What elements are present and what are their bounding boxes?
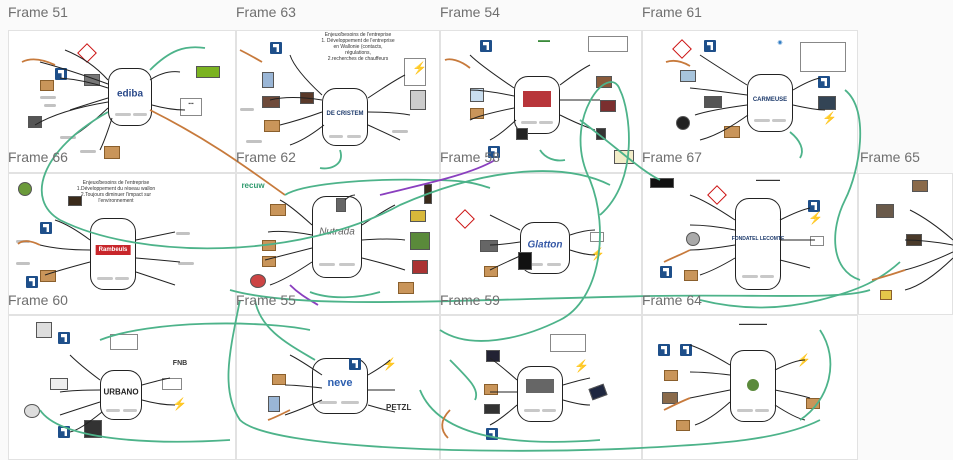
needs-text: Enjeux/besoins de l'entreprise 1. Dévelo… (321, 32, 395, 62)
company-logo: CARMEUSE (752, 96, 788, 103)
needs-text: ▬▬▬▬▬▬ (756, 177, 780, 182)
material-photo (704, 96, 722, 108)
sticky-note (588, 36, 628, 52)
sticky-note (404, 58, 426, 86)
building-icon (270, 42, 282, 54)
energy-icon: ⚡ (808, 211, 823, 225)
frame-label[interactable]: Frame 64 (642, 292, 702, 308)
building-icon (808, 200, 820, 212)
material-photo (410, 90, 426, 110)
company-hub-card[interactable]: CARMEUSE (747, 74, 793, 132)
material-photo (250, 274, 266, 288)
sticky-note (800, 42, 846, 72)
frame-label[interactable]: Frame 65 (860, 149, 920, 165)
building-icon (818, 76, 830, 88)
frame-label[interactable]: Frame 62 (236, 149, 296, 165)
brand-text: ▬▬ (538, 38, 550, 44)
frame-label[interactable]: Frame 66 (8, 149, 68, 165)
material-photo (680, 70, 696, 82)
material-photo (36, 322, 52, 338)
sticky-note (162, 378, 182, 390)
frame-label[interactable]: Frame 63 (236, 4, 296, 20)
box-icon (40, 80, 54, 91)
material-photo (686, 232, 700, 246)
frame-label[interactable]: Frame 58 (440, 149, 500, 165)
energy-icon: ⚡ (412, 61, 427, 75)
building-icon (26, 276, 38, 288)
material-photo (676, 116, 690, 130)
building-icon (55, 68, 67, 80)
building-icon (58, 332, 70, 344)
frame-label[interactable]: Frame 55 (236, 292, 296, 308)
frame-label[interactable]: Frame 60 (8, 292, 68, 308)
material-photo (412, 260, 428, 274)
company-logo: Rambeuls (95, 244, 131, 255)
building-icon (704, 40, 716, 52)
material-photo (912, 180, 928, 192)
material-photo (262, 72, 274, 88)
company-logo: ediba (116, 88, 144, 100)
box-icon (684, 270, 698, 281)
frame-label[interactable]: Frame 51 (8, 4, 68, 20)
building-icon (480, 40, 492, 52)
company-logo: URBANO (103, 387, 139, 397)
frame-label[interactable]: Frame 61 (642, 4, 702, 20)
frame-label[interactable]: Frame 67 (642, 149, 702, 165)
company-logo: FONDATEL LECOMTE (731, 235, 785, 242)
material-photo (18, 182, 32, 196)
energy-icon: ⚡ (822, 111, 837, 125)
material-photo (650, 178, 674, 188)
energy-icon: ⚡ (172, 397, 187, 411)
sticky-note (810, 236, 824, 246)
frame-label[interactable]: Frame 59 (440, 292, 500, 308)
brand-text: ◉ (777, 40, 783, 46)
material-photo (876, 204, 894, 218)
box-icon (262, 256, 276, 267)
brand-text: FNB (172, 360, 188, 367)
building-icon (660, 266, 672, 278)
frame-label[interactable]: Frame 54 (440, 4, 500, 20)
box-icon (724, 126, 740, 138)
material-photo (50, 378, 68, 390)
